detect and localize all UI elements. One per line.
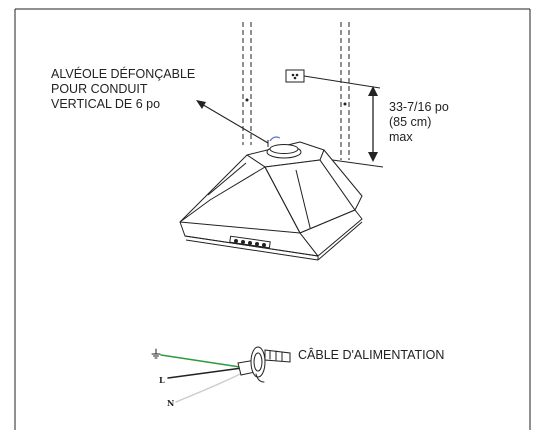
diagram-border [14,8,531,430]
knockout-pointer-arrow [196,100,269,144]
neutral-wire-label: N [167,398,175,408]
ground-symbol [151,348,161,359]
left-duct-column [242,22,252,145]
knockout-label: ALVÉOLE DÉFONÇABLE POUR CONDUIT VERTICAL… [51,67,195,112]
line-wire [167,367,243,379]
knockout-label-line-3: VERTICAL DE 6 po [51,97,161,111]
neutral-wire [175,371,245,403]
height-label-line-2: (85 cm) [389,115,432,129]
height-label-line-1: 33-7/16 po [389,100,449,114]
right-duct-column [340,22,350,160]
height-label-line-3: max [389,130,413,144]
height-dimension-arrow [317,86,384,168]
ground-wire [160,354,241,368]
line-wire-label: L [159,375,165,385]
cable-clamp [250,346,291,383]
knockout-label-line-2: POUR CONDUIT [51,82,148,96]
range-hood [179,136,363,261]
outlet-box [285,69,381,89]
height-label: 33-7/16 po (85 cm) max [389,100,449,145]
power-cable-assembly [151,346,291,403]
cable-label: CÂBLE D'ALIMENTATION [298,348,445,362]
knockout-label-line-1: ALVÉOLE DÉFONÇABLE [51,67,196,81]
